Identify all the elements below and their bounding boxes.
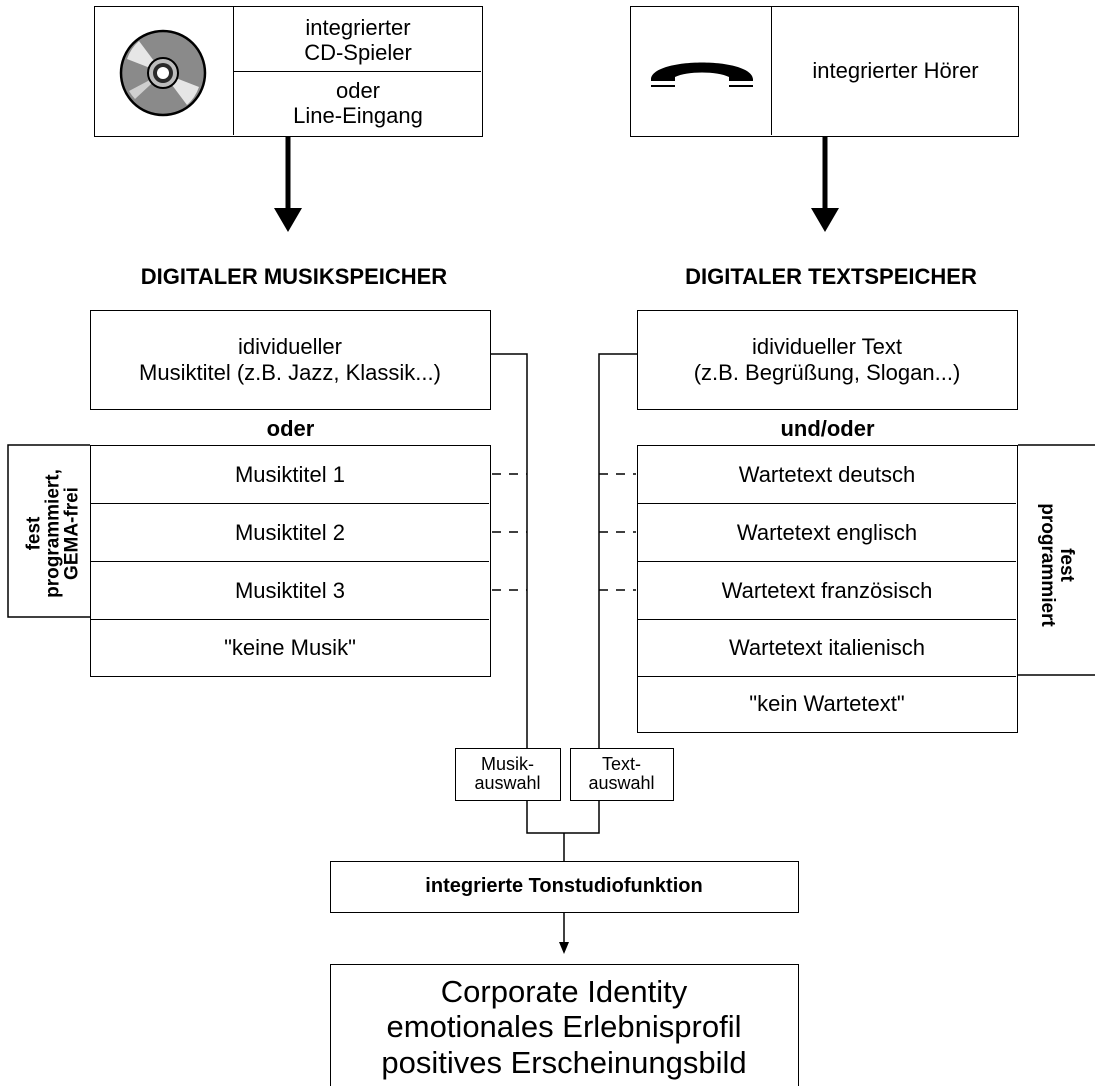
music-item-1: Musiktitel 1 [234, 461, 346, 487]
music-fixed-line2: programmiert, [42, 469, 64, 598]
text-fixed-label: fest programmiert [1037, 486, 1077, 644]
text-row-divider-2 [638, 561, 1016, 562]
text-select-box: Text- auswahl [570, 748, 674, 801]
text-fixed-line2: programmiert [1037, 503, 1058, 627]
music-list-box: Musiktitel 1 Musiktitel 2 Musiktitel 3 "… [90, 445, 491, 677]
studio-label: integrierte Tonstudiofunktion [425, 875, 703, 897]
music-individual-line1: idividueller [238, 334, 342, 360]
text-individual-box: idividueller Text (z.B. Begrüßung, Sloga… [637, 310, 1018, 410]
music-item-3: Musiktitel 3 [234, 577, 346, 603]
music-individual-label: idividueller Musiktitel (z.B. Jazz, Klas… [91, 311, 489, 408]
music-select-line1: Musik- [481, 754, 534, 775]
music-fixed-bracket [7, 444, 90, 618]
text-select-line2: auswahl [588, 773, 655, 793]
music-select-label: Musik- auswahl [456, 749, 559, 799]
text-individual-line1: idividueller Text [751, 334, 902, 360]
music-select-line2: auswahl [474, 773, 541, 793]
music-individual-connector [490, 353, 528, 748]
music-or-label: oder [266, 416, 315, 441]
text-source-arrowhead [811, 208, 839, 232]
cd-player-line1: integrierter [305, 14, 411, 40]
cd-player-line2: CD-Spieler [304, 40, 412, 65]
text-row-divider-3 [638, 619, 1016, 620]
text-or-label: und/oder [780, 416, 875, 441]
receiver-label: integrierter Hörer [812, 58, 979, 84]
line-input-or: oder [335, 77, 381, 103]
telephone-receiver-icon [647, 49, 757, 93]
text-individual-label: idividueller Text (z.B. Begrüßung, Sloga… [638, 311, 1016, 408]
result-line3: positives Erscheinungsbild [381, 1044, 747, 1080]
cd-player-label: integrierter CD-Spieler [234, 9, 482, 71]
text-row-divider-1 [638, 503, 1016, 504]
result-label: Corporate Identity emotionales Erlebnisp… [331, 969, 797, 1085]
line-input-text: Line-Eingang [293, 103, 423, 128]
music-individual-line2: Musiktitel (z.B. Jazz, Klassik...) [139, 359, 441, 385]
result-line1: Corporate Identity [440, 973, 688, 1009]
text-fixed-line1: fest [1056, 548, 1077, 582]
text-item-4: Wartetext italienisch [728, 635, 926, 661]
music-fixed-line1: fest [23, 516, 45, 551]
music-item-2: Musiktitel 2 [234, 519, 346, 545]
result-box: Corporate Identity emotionales Erlebnisp… [330, 964, 799, 1086]
receiver-source-box: integrierter Hörer [630, 6, 1019, 137]
text-select-line1: Text- [601, 754, 641, 775]
music-row-divider-2 [91, 561, 489, 562]
text-list-box: Wartetext deutsch Wartetext englisch War… [637, 445, 1018, 733]
studio-box: integrierte Tonstudiofunktion [330, 861, 799, 913]
music-item-none: "keine Musik" [224, 634, 356, 660]
result-line2: emotionales Erlebnisprofil [386, 1009, 742, 1045]
cd-disc-icon [119, 29, 207, 117]
text-memory-heading: DIGITALER TEXTSPEICHER [685, 264, 977, 289]
text-item-none: "kein Wartetext" [749, 691, 905, 717]
text-item-1: Wartetext deutsch [738, 461, 916, 487]
cd-source-box: integrierter CD-Spieler oder Line-Eingan… [94, 6, 483, 137]
text-item-2: Wartetext englisch [736, 519, 918, 545]
text-individual-line2: (z.B. Begrüßung, Slogan...) [693, 359, 961, 385]
text-individual-connector [598, 353, 637, 748]
music-individual-box: idividueller Musiktitel (z.B. Jazz, Klas… [90, 310, 491, 410]
receiver-box-divider [771, 7, 772, 135]
text-row-divider-4 [638, 676, 1016, 677]
text-item-3: Wartetext französisch [721, 577, 933, 603]
music-memory-heading: DIGITALER MUSIKSPEICHER [140, 264, 448, 289]
selector-join-bracket [526, 801, 600, 834]
studio-result-arrowhead [559, 942, 569, 954]
music-fixed-label: fest programmiert, GEMA-frei [23, 455, 83, 613]
cd-box-row-divider [233, 71, 481, 72]
music-source-arrowhead [274, 208, 302, 232]
line-input-label: oder Line-Eingang [234, 72, 482, 134]
music-row-divider-1 [91, 503, 489, 504]
text-select-label: Text- auswahl [571, 749, 672, 799]
music-select-box: Musik- auswahl [455, 748, 561, 801]
music-fixed-line3: GEMA-frei [61, 487, 83, 580]
music-row-divider-3 [91, 619, 489, 620]
